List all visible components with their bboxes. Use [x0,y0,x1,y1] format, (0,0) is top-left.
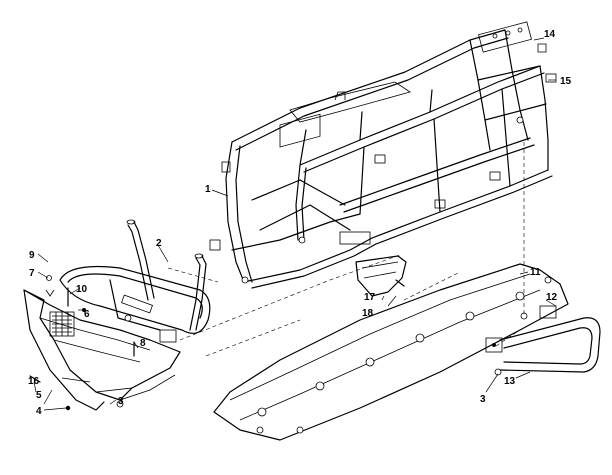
leader-lines [33,37,557,411]
front-bumper [59,219,211,343]
front-lower-panel [23,289,181,411]
callout-10: 10 [76,284,88,295]
main-frame [209,21,553,289]
callout-13: 13 [504,376,516,387]
hardware [29,275,405,411]
callout-14: 14 [544,29,556,40]
callout-3a: 3 [118,396,124,407]
callout-5: 5 [36,390,42,401]
callout-1: 1 [205,184,211,195]
callout-labels: 1 2 3 3 4 5 6 7 8 9 10 11 12 13 14 15 16… [28,29,572,417]
callout-9: 9 [29,250,35,261]
callout-18: 18 [362,308,374,319]
callout-17: 17 [364,292,376,303]
callout-8: 8 [140,338,146,349]
skid-plate [213,263,569,441]
callout-7: 7 [29,268,35,279]
grille [49,311,75,337]
callout-2: 2 [156,238,162,249]
callout-16: 16 [28,376,40,387]
callout-3b: 3 [480,394,486,405]
assembly-guides [167,142,525,357]
callout-11: 11 [530,267,541,278]
callout-12: 12 [546,292,558,303]
callout-15: 15 [560,76,572,87]
callout-6: 6 [84,309,90,320]
nerf-bar [485,43,601,376]
callout-4: 4 [36,406,42,417]
cover [355,255,407,297]
